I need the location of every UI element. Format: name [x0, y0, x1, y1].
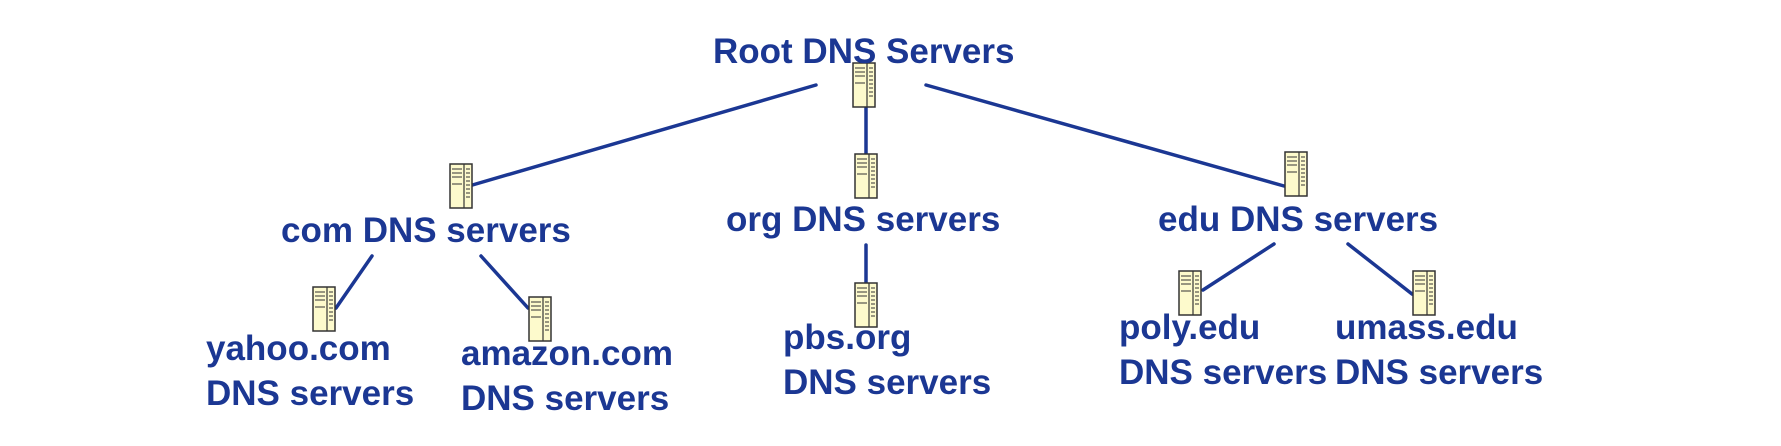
poly-label-line2: DNS servers: [1119, 353, 1327, 392]
amazon-label-line1: amazon.com: [461, 334, 673, 373]
yahoo-label-line2: DNS servers: [206, 374, 414, 413]
umass-label-line1: umass.edu: [1335, 308, 1518, 347]
org-label: org DNS servers: [726, 200, 1000, 239]
pbs-label-line1: pbs.org: [783, 318, 911, 357]
org-server-icon: [854, 153, 878, 199]
edge-root-edu: [924, 83, 1286, 188]
edge-root-com: [467, 83, 818, 188]
com-server-icon: [449, 163, 473, 209]
edge-com-yahoo: [334, 254, 374, 310]
yahoo-label-line1: yahoo.com: [206, 329, 391, 368]
amazon-label-line2: DNS servers: [461, 379, 669, 418]
poly-label-line1: poly.edu: [1119, 308, 1260, 347]
pbs-label-line2: DNS servers: [783, 363, 991, 402]
edge-com-amazon: [479, 254, 530, 310]
yahoo-server-icon: [312, 286, 336, 332]
tree-edges: [334, 83, 1414, 310]
edge-edu-umass: [1346, 242, 1414, 296]
edu-label: edu DNS servers: [1158, 200, 1438, 239]
edge-edu-poly: [1201, 242, 1276, 292]
com-label: com DNS servers: [281, 211, 571, 250]
umass-label-line2: DNS servers: [1335, 353, 1543, 392]
root-label: Root DNS Servers: [713, 32, 1014, 71]
edu-server-icon: [1284, 151, 1308, 197]
